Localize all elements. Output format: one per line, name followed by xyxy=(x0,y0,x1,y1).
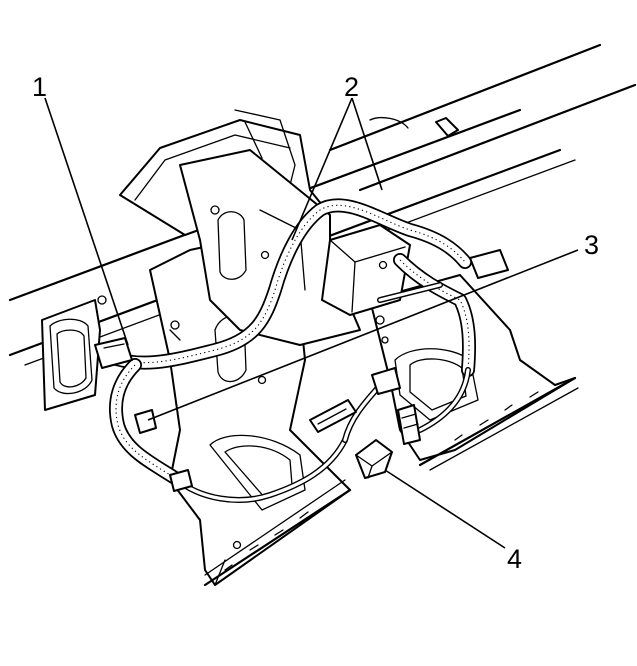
callout-4: 4 xyxy=(507,544,522,574)
callout-1: 1 xyxy=(32,72,47,102)
callout-3: 3 xyxy=(584,230,599,260)
bolt-posts xyxy=(97,295,267,550)
leader-line-3 xyxy=(147,249,579,421)
control-module xyxy=(321,224,411,316)
callout-2: 2 xyxy=(344,72,359,102)
connectors xyxy=(94,249,509,492)
branch-wires xyxy=(172,282,471,503)
wiring-harness xyxy=(98,198,477,485)
leader-line-1 xyxy=(44,97,129,346)
leader-line-2b xyxy=(351,97,383,191)
leader-lines xyxy=(44,97,579,549)
leader-line-2a xyxy=(291,97,353,241)
relay-connector xyxy=(355,439,393,479)
leader-line-4 xyxy=(384,469,506,549)
